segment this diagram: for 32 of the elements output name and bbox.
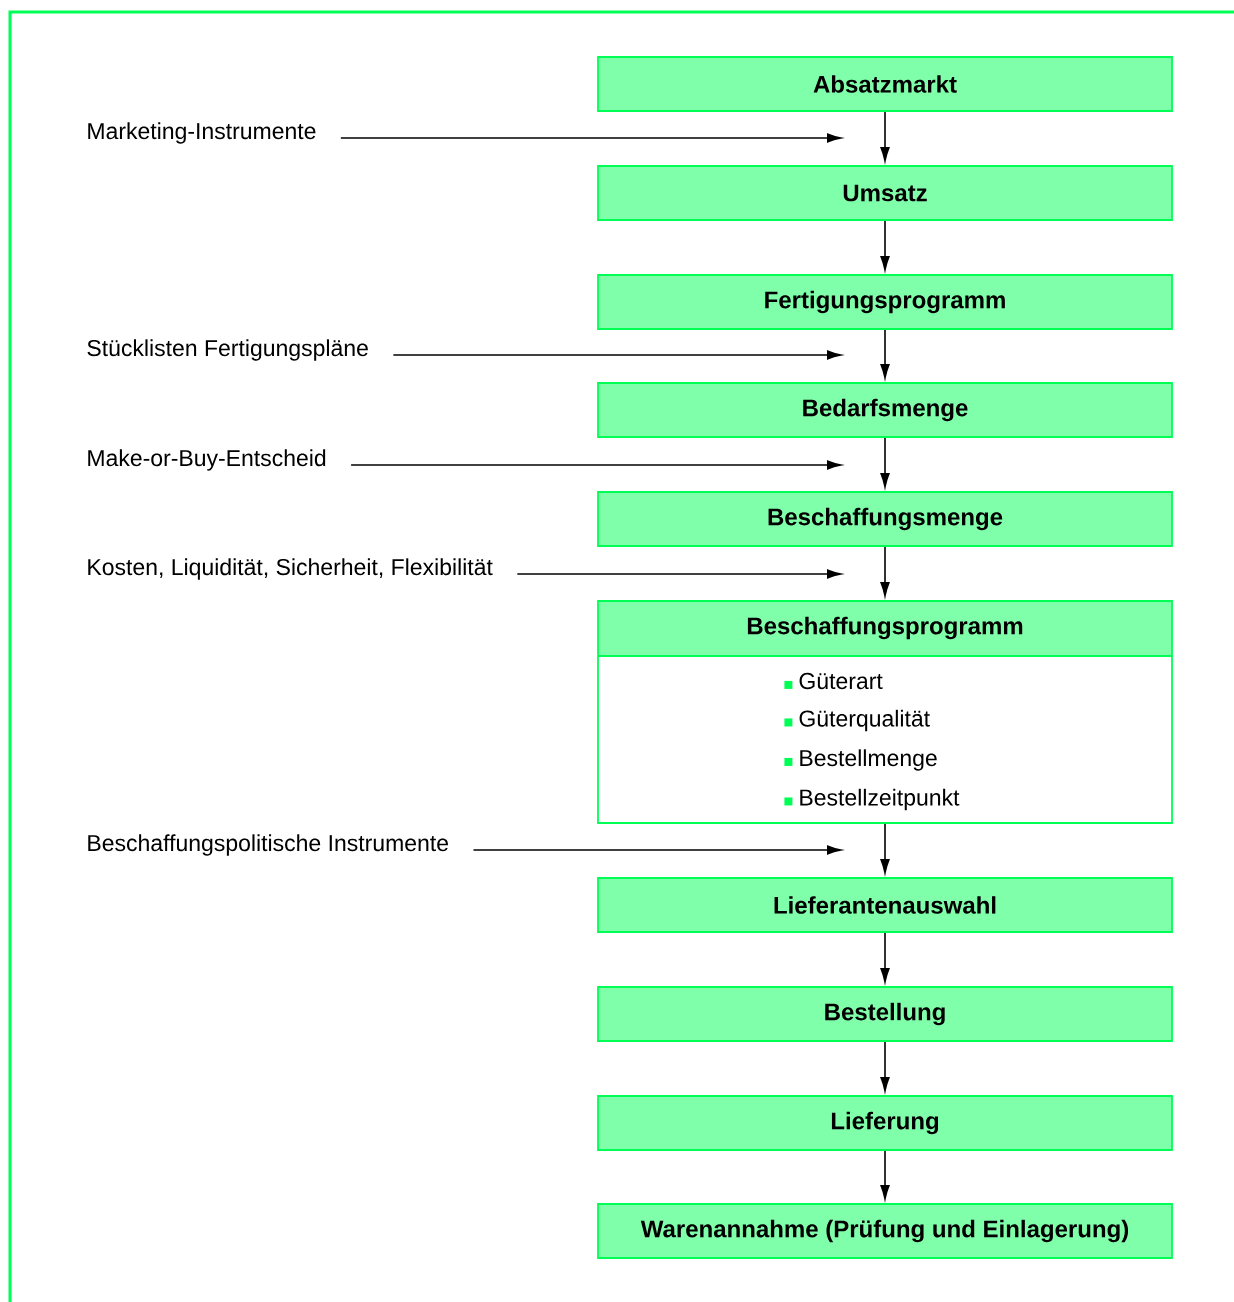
arrow — [880, 932, 890, 983]
process-box: Absatzmarkt — [597, 56, 1173, 112]
arrow — [880, 823, 890, 874]
process-box: Lieferung — [597, 1095, 1173, 1151]
process-box: Bestellung — [597, 986, 1173, 1042]
arrow — [880, 1041, 890, 1092]
bullet-item: Bestellzeitpunkt — [784, 788, 960, 811]
process-box: Lieferantenauswahl — [597, 877, 1173, 933]
arrow — [350, 460, 842, 470]
arrow — [516, 569, 842, 579]
arrow — [392, 350, 842, 360]
arrow — [880, 111, 890, 162]
process-box: Bedarfsmenge — [597, 382, 1173, 438]
process-box: Warenannahme (Prüfung und Einlagerung) — [597, 1203, 1173, 1259]
side-label: Make-or-Buy-Entscheid — [88, 449, 326, 471]
arrow — [880, 329, 890, 379]
arrow — [880, 437, 890, 488]
arrow — [880, 1150, 890, 1200]
side-label: Kosten, Liquidität, Sicherheit, Flexibilität — [88, 558, 493, 580]
arrow — [880, 546, 890, 597]
side-label: Stücklisten Fertigungspläne — [87, 339, 368, 361]
side-label: Beschaffungspolitische Instrumente — [88, 834, 448, 856]
arrow — [880, 220, 890, 271]
arrow — [340, 133, 842, 143]
bullet-item: Güterart — [784, 672, 883, 690]
side-label: Marketing-Instrumente — [88, 122, 316, 144]
process-box: Beschaffungsmenge — [597, 491, 1173, 547]
arrow — [472, 845, 842, 855]
bullet-item: Güterqualität — [784, 709, 930, 732]
process-box: Fertigungsprogramm — [597, 274, 1173, 330]
bullet-item: Bestellmenge — [784, 749, 937, 771]
process-box: Umsatz — [597, 165, 1173, 221]
